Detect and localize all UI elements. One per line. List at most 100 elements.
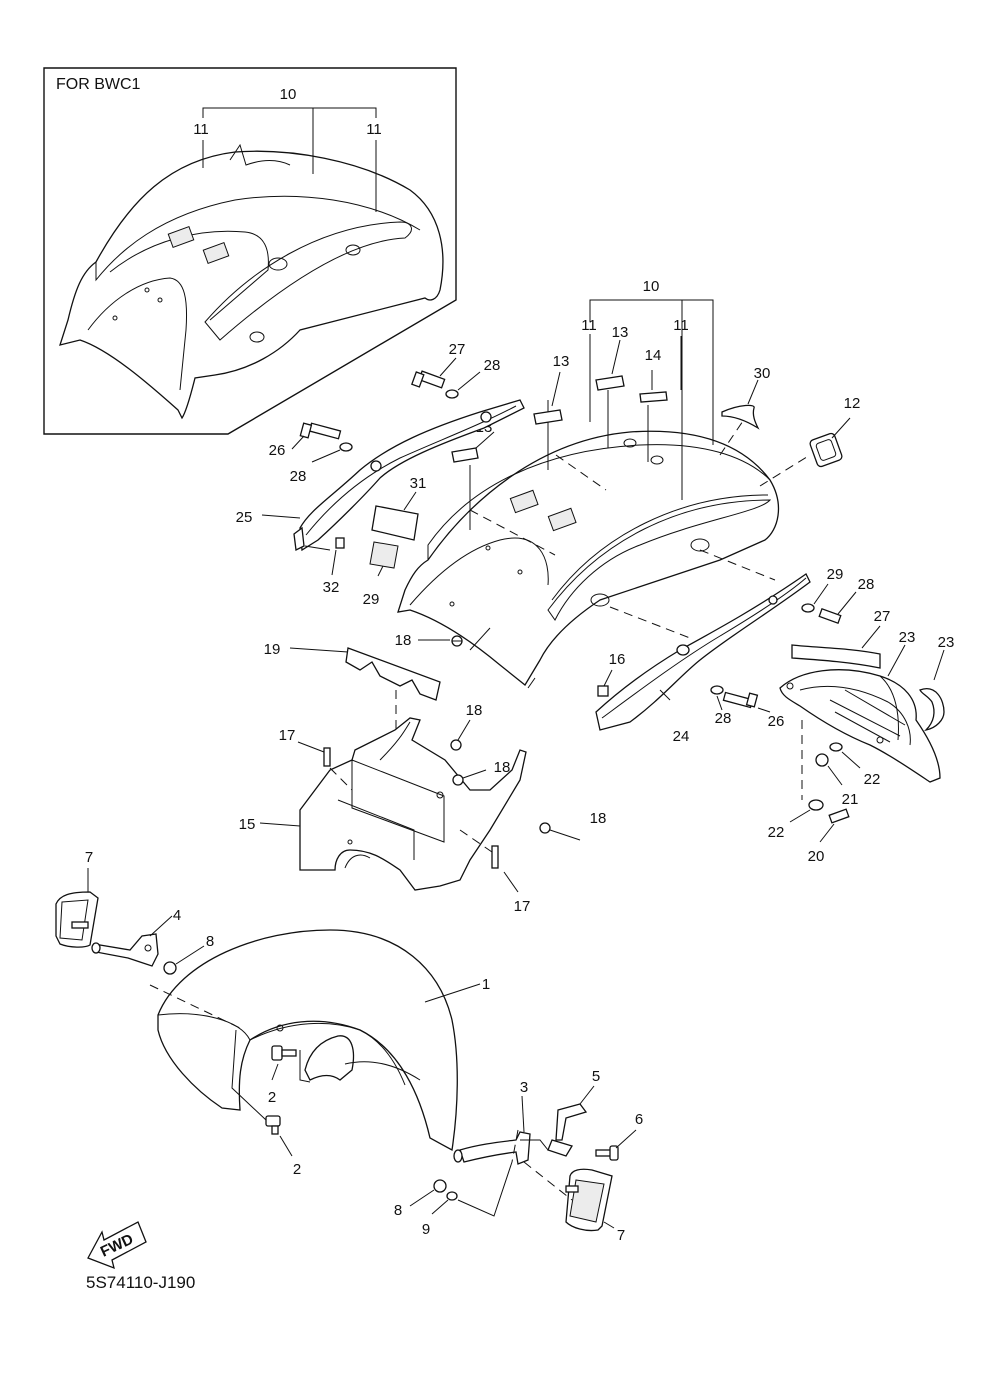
label-m17b: 17 xyxy=(514,898,531,915)
decal-14 xyxy=(639,391,668,403)
label-m1: 1 xyxy=(482,976,490,993)
label-m3: 3 xyxy=(520,1079,528,1096)
bolt-18a xyxy=(451,635,463,647)
inset-bwc1: FOR BWC1 10 11 11 xyxy=(43,67,457,435)
label-m22a: 22 xyxy=(864,771,881,788)
label-m6: 6 xyxy=(635,1111,643,1128)
washer-22b xyxy=(808,799,824,811)
washer-28d xyxy=(710,685,724,695)
nut-8b xyxy=(433,1179,447,1193)
bracket-5 xyxy=(547,1103,588,1157)
decal-13c xyxy=(451,447,479,463)
label-m15: 15 xyxy=(239,816,256,833)
label-m29b: 16 xyxy=(609,651,626,668)
bolt-18b xyxy=(450,739,462,751)
label-m11a: 11 xyxy=(581,317,597,334)
label-m17a: 17 xyxy=(279,727,296,744)
label-m26a: 26 xyxy=(269,442,286,459)
front-fender-1 xyxy=(157,929,458,1152)
grommet-12 xyxy=(809,417,851,468)
label-m9: 9 xyxy=(422,1221,430,1238)
label-m21: 21 xyxy=(842,791,859,808)
bracket-4 xyxy=(91,933,159,967)
cushion-29a xyxy=(335,537,345,549)
inner-fender-15 xyxy=(299,717,527,891)
label-m26b: 26 xyxy=(768,713,785,730)
label-m23b: 23 xyxy=(938,634,955,651)
label-m16: 19 xyxy=(264,641,281,658)
label-m5: 5 xyxy=(592,1068,600,1085)
label-m18a: 18 xyxy=(395,632,412,649)
stay-25 xyxy=(293,399,525,552)
bolt-18c xyxy=(452,774,464,786)
label-m18c: 18 xyxy=(494,759,511,776)
decal-13a xyxy=(533,409,563,425)
label-m28b: 28 xyxy=(290,468,307,485)
clip-17b xyxy=(491,845,499,869)
emblem-30 xyxy=(721,404,760,430)
washer-28b xyxy=(339,442,353,452)
label-m14: 14 xyxy=(645,347,662,364)
label-m13b: 13 xyxy=(612,324,629,341)
label-m20: 20 xyxy=(808,848,825,865)
label-m11b: 11 xyxy=(673,317,689,334)
washer-28c xyxy=(801,603,815,613)
label-m22b: 22 xyxy=(768,824,785,841)
label-in10: 10 xyxy=(280,86,297,103)
label-m2b: 2 xyxy=(293,1161,301,1178)
bracket-3 xyxy=(453,1131,549,1165)
rear-fender-assembly xyxy=(397,390,811,689)
nut-21 xyxy=(815,753,829,767)
reflector-32 xyxy=(369,541,399,569)
stay-24 xyxy=(595,573,811,731)
label-m10: 10 xyxy=(643,278,660,295)
label-m28d: 28 xyxy=(715,710,732,727)
label-m2a: 2 xyxy=(268,1089,276,1106)
label-m18b: 18 xyxy=(466,702,483,719)
pad-23b xyxy=(919,688,945,732)
bolt-2a xyxy=(271,1045,297,1061)
plate-16 xyxy=(345,647,441,701)
label-m18d: 18 xyxy=(590,810,607,827)
washer-22a xyxy=(829,742,843,752)
bolt-2b xyxy=(265,1115,281,1135)
decal-13b xyxy=(595,375,625,391)
washer-9 xyxy=(446,1191,458,1201)
label-m12: 12 xyxy=(844,395,861,412)
label-m4: 4 xyxy=(173,907,181,924)
label-in11a: 11 xyxy=(193,121,209,138)
label-m29a: 32 xyxy=(323,579,340,596)
label-m8a: 8 xyxy=(206,933,214,950)
fwd-arrow-icon: FWD xyxy=(87,1221,147,1270)
bolt-27b xyxy=(818,607,842,625)
bracket-19 xyxy=(779,669,941,783)
bolt-6 xyxy=(595,1145,619,1161)
label-m13a: 13 xyxy=(553,353,570,370)
cushion-29b xyxy=(597,685,609,697)
label-m7b: 7 xyxy=(617,1227,625,1244)
label-m30: 30 xyxy=(754,365,771,382)
pad-23a xyxy=(791,644,881,669)
reflector-7a xyxy=(55,891,99,948)
label-m19: 23 xyxy=(899,629,916,646)
nut-8a xyxy=(163,961,177,975)
label-m23a: 27 xyxy=(874,608,891,625)
bolt-27a xyxy=(411,370,446,389)
label-m27b: 28 xyxy=(858,576,875,593)
drawing-code: 5S74110-J190 xyxy=(86,1273,195,1292)
bolt-18d xyxy=(539,822,551,834)
label-m24: 24 xyxy=(673,728,690,745)
label-m27a: 27 xyxy=(449,341,466,358)
inset-caption: FOR BWC1 xyxy=(56,76,141,93)
label-m31: 31 xyxy=(410,475,427,492)
clip-17a xyxy=(323,747,331,767)
label-m28a: 28 xyxy=(484,357,501,374)
bolt-20 xyxy=(828,808,850,824)
label-m7a: 7 xyxy=(85,849,93,866)
label-m32: 29 xyxy=(363,591,380,608)
label-in11b: 11 xyxy=(366,121,382,138)
bolt-26a xyxy=(299,422,342,440)
washer-28a xyxy=(445,389,459,399)
label-m25: 25 xyxy=(236,509,253,526)
